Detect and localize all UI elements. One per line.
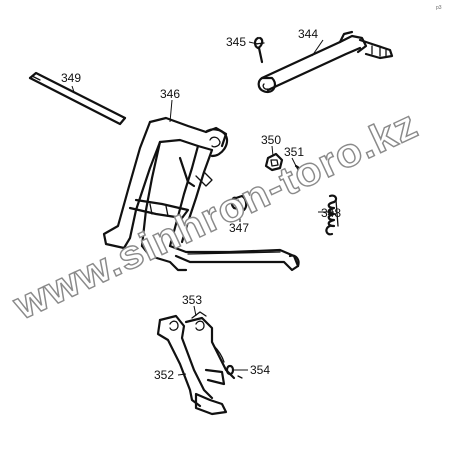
part-352-side-stand xyxy=(156,314,236,416)
leader-lines xyxy=(71,39,334,376)
watermark-text: www.sinhron-toro.kz xyxy=(6,102,424,328)
part-345-pin xyxy=(253,36,265,64)
callout-350: 350 xyxy=(261,133,281,147)
part-346-main-stand xyxy=(102,116,300,272)
callout-351: 351 xyxy=(284,145,304,159)
callout-352: 352 xyxy=(154,368,174,382)
callout-345: 345 xyxy=(226,35,246,49)
callout-353: 353 xyxy=(182,293,202,307)
callout-349: 349 xyxy=(61,71,81,85)
callout-348: 348 xyxy=(321,206,341,220)
part-350-nut xyxy=(264,152,284,172)
part-347-bushing xyxy=(230,194,248,212)
callout-344: 344 xyxy=(298,27,318,41)
part-348-spring xyxy=(325,194,339,236)
part-344-stand-arm xyxy=(257,30,394,94)
part-349-rod xyxy=(28,71,127,126)
corner-mark: p3 xyxy=(436,5,442,11)
callout-347: 347 xyxy=(229,221,249,235)
callout-354: 354 xyxy=(250,363,270,377)
part-351-clip xyxy=(294,164,306,182)
callout-346: 346 xyxy=(160,87,180,101)
part-353-bolt xyxy=(191,311,207,319)
callouts: 344 345 346 347 348 349 350 351 352 353 … xyxy=(61,27,341,382)
part-354-washer xyxy=(225,364,243,379)
